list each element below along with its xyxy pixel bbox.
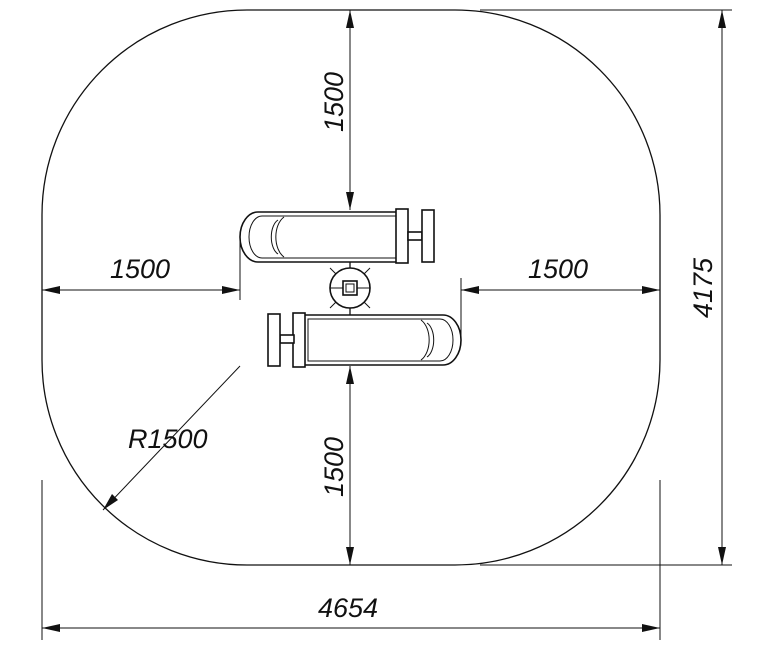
bottom-clearance-dimension: 1500	[319, 366, 354, 565]
center-pivot	[329, 267, 371, 309]
safety-zone-outline	[41, 9, 661, 566]
right-clearance-label: 1500	[528, 254, 588, 284]
bottom-clearance-label: 1500	[319, 437, 349, 497]
left-clearance-dimension: 1500	[42, 238, 241, 300]
corner-radius-dimension: R1500	[102, 365, 241, 511]
overall-width-label: 4654	[318, 593, 378, 623]
corner-radius-label: R1500	[128, 424, 208, 454]
overall-depth-label: 4175	[688, 257, 718, 318]
overall-depth-dimension: 4175	[480, 9, 732, 566]
top-clearance-label: 1500	[319, 72, 349, 132]
top-clearance-dimension: 1500	[319, 10, 354, 210]
exercise-equipment	[239, 208, 462, 368]
bottom-seat	[267, 312, 462, 368]
left-clearance-label: 1500	[110, 254, 170, 284]
overall-width-dimension: 4654	[41, 480, 661, 640]
top-seat	[239, 208, 435, 264]
right-clearance-dimension: 1500	[460, 254, 660, 340]
